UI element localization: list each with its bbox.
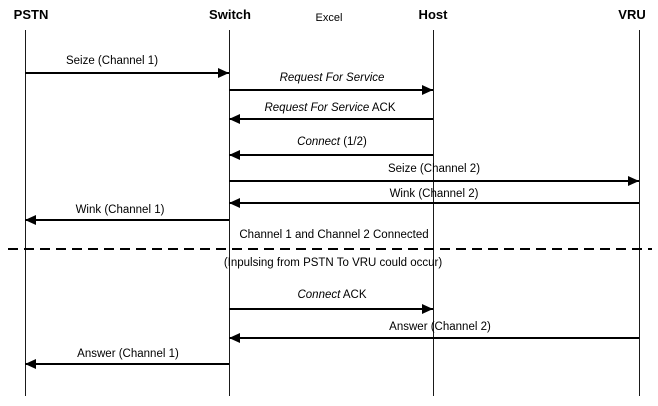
- arrowhead-request-for-service: [422, 85, 433, 95]
- lifeline-vru: [639, 30, 640, 396]
- actor-label-switch: Switch: [209, 7, 251, 22]
- message-line-answer-channel-1: [25, 363, 229, 365]
- message-label-answer-channel-1: Answer (Channel 1): [77, 348, 179, 360]
- message-label-part: ACK: [369, 102, 396, 114]
- message-label-wink-channel-2: Wink (Channel 2): [390, 188, 479, 200]
- message-label-request-for-service: Request For Service: [280, 72, 385, 84]
- message-label-part: Wink (Channel 2): [389, 188, 479, 200]
- message-label-request-for-service-ack: Request For Service ACK: [264, 102, 395, 114]
- message-label-part: Seize (Channel 2): [387, 163, 481, 175]
- phase-separator-line: [8, 248, 652, 250]
- lifeline-pstn: [25, 30, 26, 396]
- message-label-part: Seize (Channel 1): [65, 55, 159, 67]
- message-line-answer-channel-2: [229, 337, 639, 339]
- message-label-connect-1-2: Connect (1/2): [297, 136, 367, 148]
- actor-label-host: Host: [418, 7, 448, 22]
- message-label-seize-channel-1: Seize (Channel 1): [66, 55, 158, 67]
- message-label-wink-channel-1: Wink (Channel 1): [76, 204, 165, 216]
- lifeline-switch: [229, 30, 230, 396]
- arrowhead-wink-channel-2: [229, 198, 240, 208]
- protocol-label: Excel: [315, 12, 343, 24]
- message-label-part: Connect: [297, 136, 340, 148]
- arrowhead-connect-ack: [422, 304, 433, 314]
- message-line-seize-channel-1: [25, 72, 229, 74]
- message-label-part: ACK: [340, 289, 367, 301]
- message-label-part: (1/2): [340, 136, 367, 148]
- actor-label-vru: VRU: [618, 7, 646, 22]
- message-label-seize-channel-2: Seize (Channel 2): [388, 163, 480, 175]
- arrowhead-answer-channel-1: [25, 359, 36, 369]
- message-line-connect-1-2: [229, 154, 433, 156]
- message-line-connect-ack: [229, 308, 433, 310]
- message-label-part: Answer (Channel 2): [389, 321, 491, 333]
- message-label-part: Request For Service: [279, 72, 385, 84]
- arrowhead-request-for-service-ack: [229, 114, 240, 124]
- message-label-connect-ack: Connect ACK: [297, 289, 366, 301]
- message-label-part: Connect: [297, 289, 341, 301]
- message-line-wink-channel-1: [25, 219, 229, 221]
- message-label-part: Answer (Channel 1): [77, 348, 179, 360]
- message-line-wink-channel-2: [229, 202, 639, 204]
- message-line-seize-channel-2: [229, 180, 639, 182]
- lifeline-host: [433, 30, 434, 396]
- inpulsing-note: (Inpulsing from PSTN To VRU could occur): [223, 257, 443, 269]
- arrowhead-wink-channel-1: [25, 215, 36, 225]
- arrowhead-answer-channel-2: [229, 333, 240, 343]
- actor-label-pstn: PSTN: [13, 7, 49, 22]
- arrowhead-seize-channel-2: [628, 176, 639, 186]
- arrowhead-seize-channel-1: [218, 68, 229, 78]
- message-line-request-for-service-ack: [229, 118, 433, 120]
- message-line-request-for-service: [229, 89, 433, 91]
- message-label-part: Request For Service: [264, 102, 370, 114]
- arrowhead-connect-1-2: [229, 150, 240, 160]
- message-label-answer-channel-2: Answer (Channel 2): [389, 321, 491, 333]
- channels-connected-note: Channel 1 and Channel 2 Connected: [239, 229, 429, 241]
- message-label-part: Wink (Channel 1): [75, 204, 165, 216]
